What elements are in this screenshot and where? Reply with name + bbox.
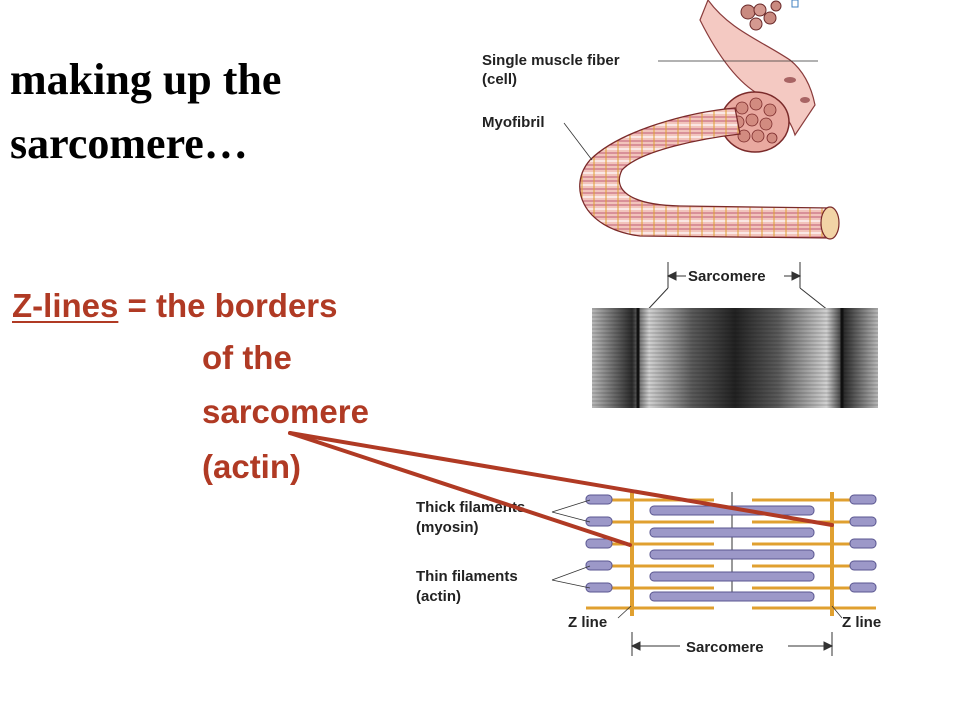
myofibril-ends [731, 97, 778, 144]
title-line-2: sarcomere… [10, 119, 248, 168]
fiber-label-line-2: (cell) [482, 71, 517, 88]
muscle-fiber-illustration [563, 0, 840, 240]
definition-first-line: Z-lines = the borders [12, 284, 338, 328]
definition-equals: = the borders [118, 287, 338, 324]
adjacent-myosin-stubs [585, 494, 877, 593]
z-line-right-label: Z line [842, 614, 881, 631]
fiber-label-line-1: Single muscle fiber [482, 52, 620, 69]
z-line-right-bar [830, 492, 834, 616]
thin-filament-label-2: (actin) [416, 588, 461, 605]
pointer-to-left-z-line [288, 431, 632, 547]
z-line-pointers [288, 431, 834, 547]
slide-title: making up the sarcomere… [10, 48, 450, 176]
pointer-to-right-z-line [288, 431, 834, 527]
bottom-sarcomere-bracket [630, 632, 834, 656]
z-lines-term: Z-lines [12, 287, 119, 324]
top-sarcomere-label: Sarcomere [688, 268, 766, 285]
thin-filament-label-1: Thin filaments [416, 568, 518, 585]
thick-filaments [649, 505, 815, 602]
myofibril-curve [579, 107, 831, 239]
title-line-1: making up the [10, 55, 282, 104]
electron-micrograph [592, 308, 878, 408]
myofibril-label: Myofibril [482, 114, 545, 131]
myofibril-leader-line [563, 122, 593, 161]
z-line-left-label: Z line [568, 614, 607, 631]
definition-line-3: sarcomere [202, 393, 369, 430]
thick-filament-label-2: (myosin) [416, 519, 479, 536]
myofibril-end-cap [820, 206, 840, 240]
z-line-left-bar [630, 492, 634, 616]
muscle-fiber-body [699, 0, 816, 137]
thick-filament-label-1: Thick filaments [416, 499, 525, 516]
filament-leader-lines [551, 499, 843, 619]
bottom-sarcomere-label: Sarcomere [686, 639, 764, 656]
definition-line-2: of the [202, 339, 292, 376]
definition-line-4: (actin) [202, 448, 301, 485]
fiber-bundle-top [740, 0, 782, 31]
filament-diagram [551, 492, 877, 619]
